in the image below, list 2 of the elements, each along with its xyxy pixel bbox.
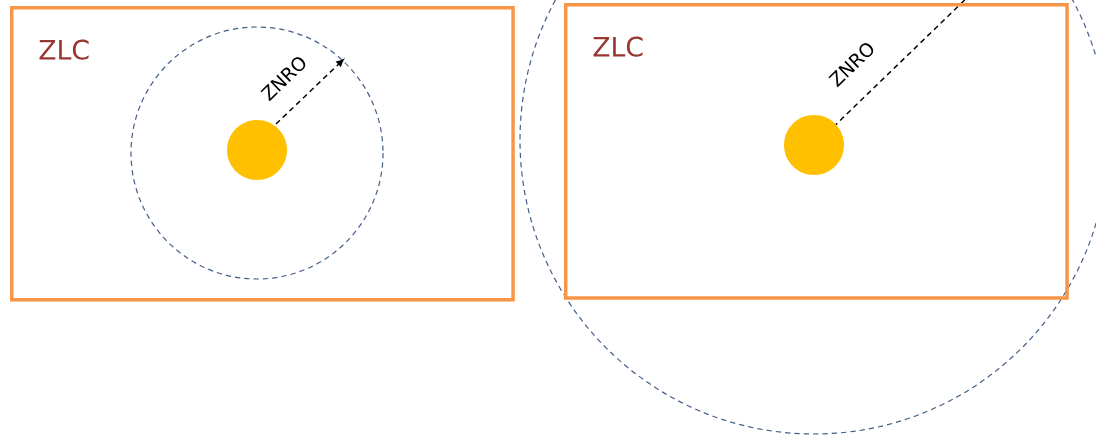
sun-disc — [227, 120, 287, 180]
sun-disc — [784, 115, 844, 175]
